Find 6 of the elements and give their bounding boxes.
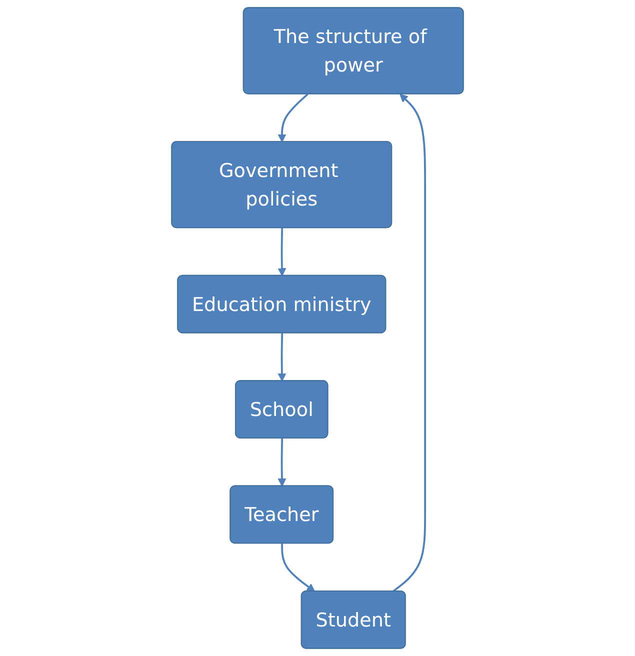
arrow: [278, 93, 308, 142]
arrow: [278, 438, 286, 487]
arrow: [278, 228, 286, 276]
arrow: [281, 544, 316, 592]
arrow: [278, 333, 286, 382]
arrow: [392, 94, 426, 592]
